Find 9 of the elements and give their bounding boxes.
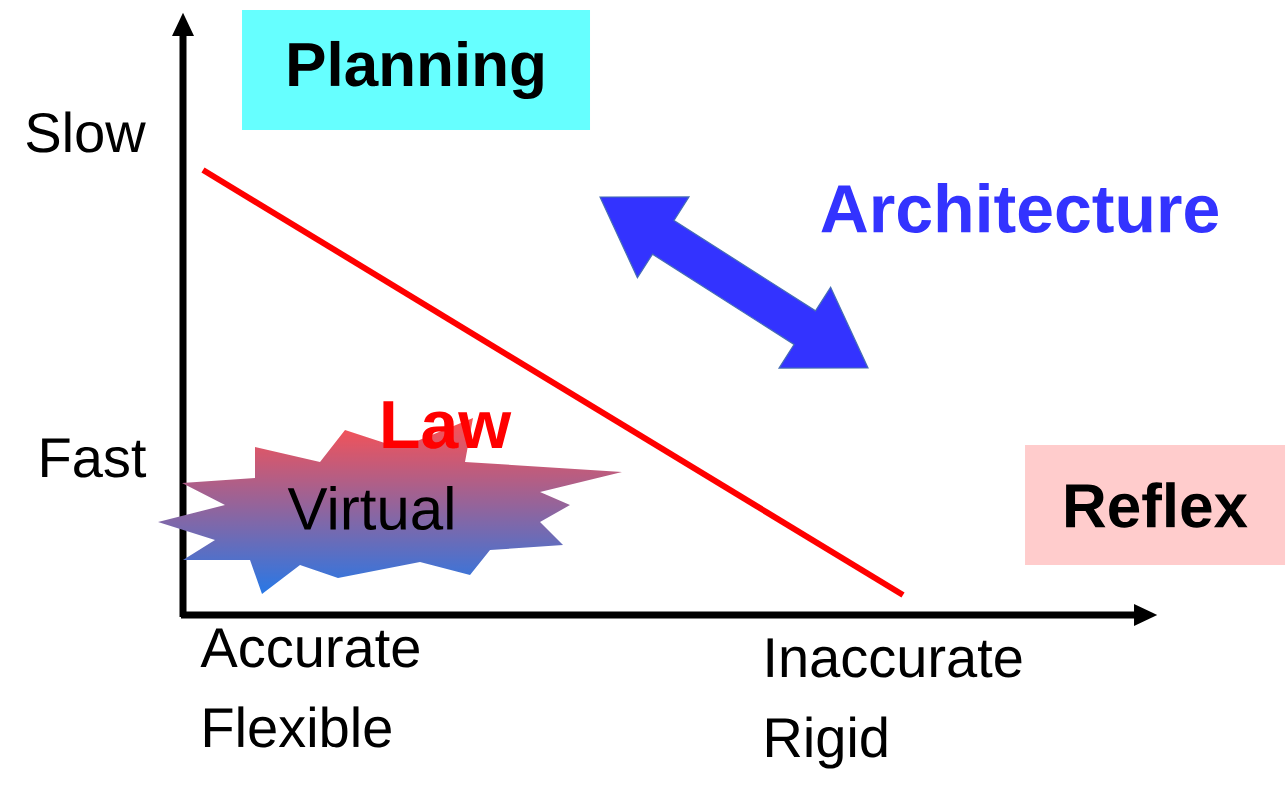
label-box: Planning <box>242 10 590 130</box>
label: Law <box>383 401 512 449</box>
label: Architecture <box>821 183 1218 233</box>
starburst: Virtual <box>287 486 453 531</box>
axis-label: Slow <box>26 111 146 153</box>
axis-label: Inaccurate Rigid <box>767 638 1022 769</box>
label-box: Reflex <box>1025 445 1286 565</box>
axis-label: Accurate Flexible <box>200 628 419 748</box>
axis-label: Fast <box>42 438 147 478</box>
